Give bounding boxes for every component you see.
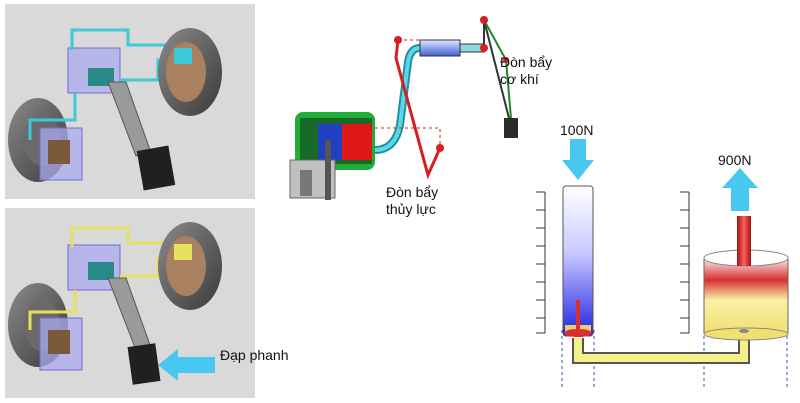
pascal-press-demo (536, 139, 789, 390)
hydraulic-lever-red (394, 39, 442, 180)
brake-pedal (136, 145, 176, 191)
hydraulic-lever-label: Đòn bẩy thủy lực (386, 184, 438, 218)
input-piston-rod (576, 300, 580, 332)
brake-line (28, 290, 77, 330)
press-brake-arrow (158, 349, 215, 381)
master-cylinder (419, 39, 461, 57)
output-cylinder (703, 255, 789, 337)
brake-pad-left (48, 140, 70, 164)
output-force-label: 900N (718, 152, 752, 168)
brake-system-panel-top (5, 4, 255, 199)
output-force-arrow (722, 168, 758, 211)
brake-system-panel-bottom (5, 208, 255, 398)
brake-pedal (127, 343, 161, 385)
scale-left (536, 191, 546, 334)
master-piston (88, 262, 114, 280)
hydraulic-lever-label-line2: thủy lực (386, 201, 436, 217)
mechanical-lever-label-line2: cơ khí (500, 71, 539, 87)
drum-brake-right (158, 28, 222, 116)
mechanical-lever-arm (483, 19, 513, 131)
scale-right (680, 191, 690, 334)
lever-mechanism (289, 16, 518, 200)
mechanical-lever-label: Đòn bẩy cơ khí (500, 54, 552, 88)
input-force-arrow (562, 139, 594, 180)
brake-pad-left (48, 330, 70, 354)
press-brake-label: Đạp phanh (220, 347, 289, 363)
hydraulic-lever-label-line1: Đòn bẩy (386, 184, 439, 200)
input-force-label: 100N (560, 122, 594, 138)
drum-brake-right (158, 222, 222, 310)
caliper-piston-red (342, 124, 372, 160)
pedal-pad-small (504, 118, 518, 138)
brake-line (28, 93, 77, 140)
output-piston-rod (737, 216, 751, 266)
mechanical-lever-green (483, 19, 507, 61)
mechanical-lever-label-line1: Đòn bẩy (500, 54, 553, 70)
